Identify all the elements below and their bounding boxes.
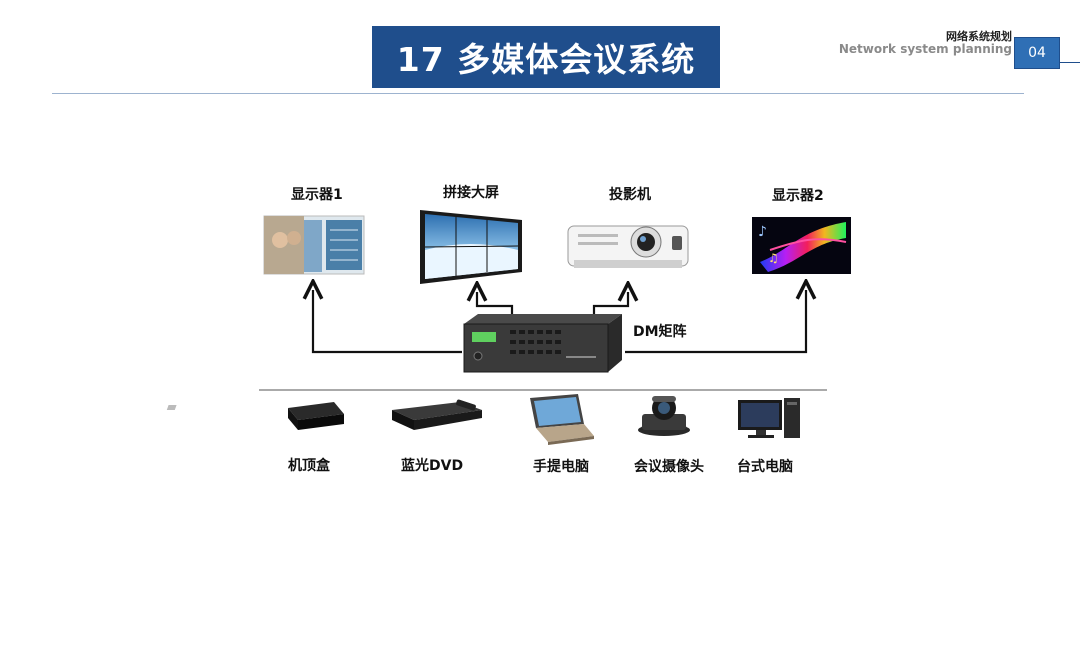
laptop-image	[530, 394, 594, 445]
desktop-computer-image	[738, 398, 800, 438]
header-accent-line	[1060, 62, 1080, 63]
header-divider	[52, 93, 1024, 94]
svg-text:♫: ♫	[768, 251, 779, 265]
monitor-2-image: ♪ ♫	[752, 217, 851, 274]
output-label-monitor-1: 显示器1	[291, 187, 343, 203]
video-wall-image	[420, 210, 522, 284]
set-top-box-image	[166, 402, 344, 430]
matrix-switcher-image	[463, 314, 622, 373]
link-to-video-wall	[477, 292, 514, 318]
bluray-player-image	[392, 399, 482, 430]
conference-camera-image	[638, 396, 690, 436]
section-subtitle-cn: 网络系统规划	[946, 30, 1012, 43]
input-label-camera: 会议摄像头	[634, 459, 704, 475]
page-title: 17 多媒体会议系统	[372, 26, 720, 88]
svg-text:♪: ♪	[758, 224, 767, 240]
output-label-monitor-2: 显示器2	[772, 188, 824, 204]
output-label-video-wall: 拼接大屏	[443, 185, 499, 201]
output-label-projector: 投影机	[609, 187, 651, 203]
link-to-monitor-1	[313, 290, 462, 354]
link-to-monitor-2	[625, 290, 806, 354]
input-label-laptop: 手提电脑	[533, 459, 589, 475]
input-label-desktop: 台式电脑	[737, 459, 793, 475]
link-to-projector	[592, 292, 628, 318]
input-label-set-top-box: 机顶盒	[288, 458, 330, 474]
connection-lines	[313, 290, 806, 354]
projector-image	[567, 225, 689, 268]
monitor-1-image	[263, 215, 365, 275]
input-label-bluray: 蓝光DVD	[401, 458, 464, 474]
matrix-label: DM矩阵	[633, 324, 687, 340]
section-subtitle-en: Network system planning	[838, 42, 1012, 56]
page-number-badge: 04	[1014, 37, 1060, 69]
